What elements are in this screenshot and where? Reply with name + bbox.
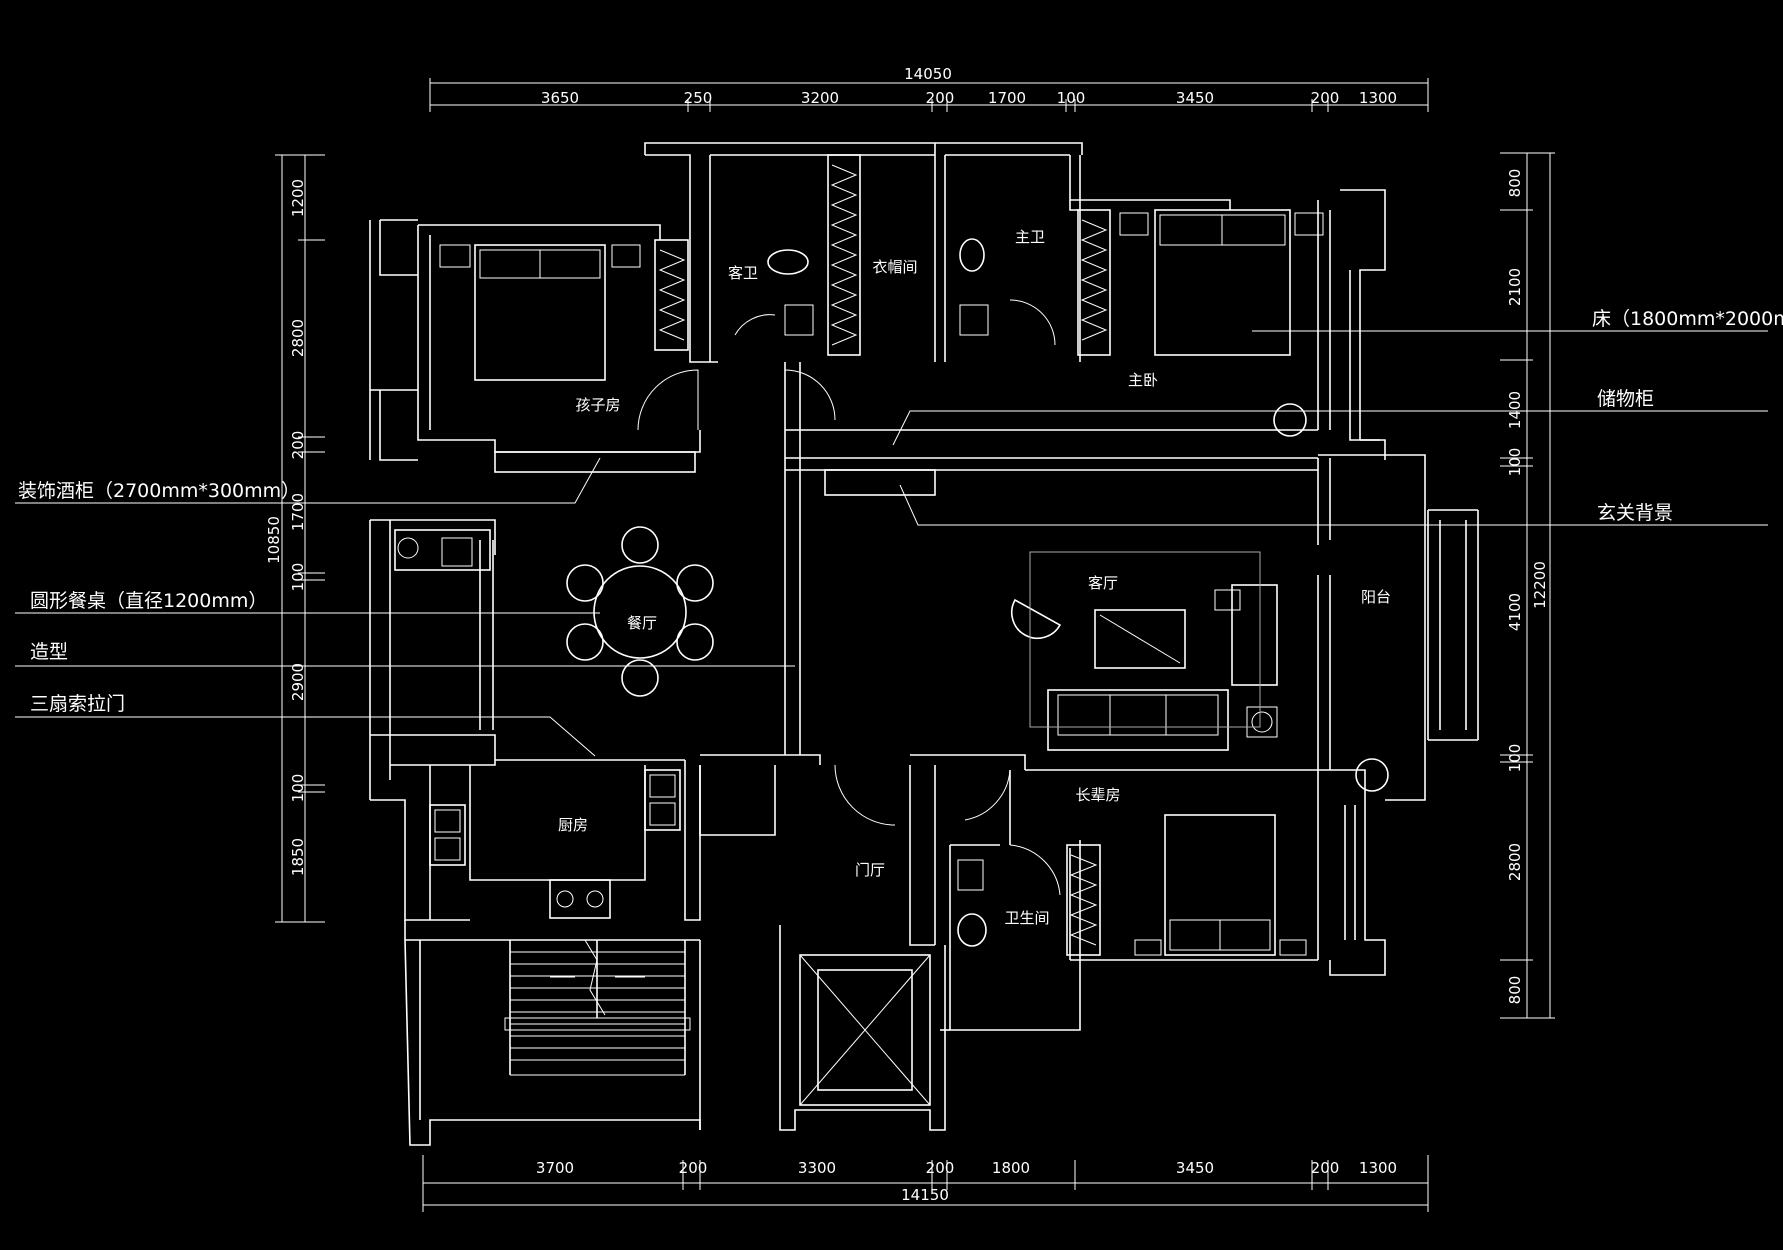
right-dimension-6: 100: [1506, 744, 1524, 773]
top-dimension-3: 3200: [801, 89, 839, 107]
bottom-dimension-7: 200: [1311, 1159, 1340, 1177]
room-label-dining: 餐厅: [627, 614, 657, 632]
left-dimension-8: 1850: [289, 838, 307, 876]
left-dimension-2: 2800: [289, 319, 307, 357]
top-dimension-9: 1300: [1359, 89, 1397, 107]
top-total-dimension: 14050: [904, 65, 952, 83]
left-dimension-5: 100: [289, 563, 307, 592]
furniture: [394, 209, 1389, 956]
wardrobes: [654, 154, 1111, 956]
stair: [504, 939, 691, 1076]
top-dimension-lines: [429, 78, 1429, 112]
right-dimension-lines: [1500, 152, 1555, 1019]
bottom-dimension-5: 1800: [992, 1159, 1030, 1177]
room-label-elder-room: 长辈房: [1075, 786, 1120, 804]
leader-lines: [15, 330, 1768, 757]
room-label-master-bedroom: 主卧: [1128, 371, 1158, 389]
bottom-dimension-1: 3700: [536, 1159, 574, 1177]
room-label-master-bath: 主卫: [1015, 228, 1045, 246]
top-dimension-8: 200: [1311, 89, 1340, 107]
bottom-dimension-4: 200: [926, 1159, 955, 1177]
top-dimension-7: 3450: [1176, 89, 1214, 107]
room-label-living: 客厅: [1088, 574, 1118, 592]
room-label-kids-room: 孩子房: [575, 396, 620, 414]
top-dimension-5: 1700: [988, 89, 1026, 107]
top-dimension-6: 100: [1057, 89, 1086, 107]
left-total-dimension: 10850: [265, 516, 283, 564]
room-label-foyer: 门厅: [855, 861, 885, 879]
bottom-dimension-2: 200: [679, 1159, 708, 1177]
annotation-storage: 储物柜: [1597, 388, 1654, 410]
annotation-bed: 床（1800mm*2000mm）: [1592, 308, 1783, 330]
right-total-dimension: 12200: [1531, 561, 1549, 609]
right-dimension-7: 2800: [1506, 843, 1524, 881]
annotation-sliding-door: 三扇索拉门: [30, 693, 125, 715]
annotation-round-table: 圆形餐桌（直径1200mm）: [30, 590, 267, 612]
right-dimension-4: 100: [1506, 448, 1524, 477]
left-dimension-lines: [275, 154, 325, 923]
annotation-entry-backdrop: 玄关背景: [1597, 502, 1673, 524]
room-label-guest-bath: 客卫: [728, 264, 758, 282]
room-label-walk-in-closet: 衣帽间: [872, 258, 917, 276]
bottom-dimension-lines: [422, 1155, 1429, 1212]
door-swings: [637, 299, 1061, 896]
annotation-wine-cabinet: 装饰酒柜（2700mm*300mm）: [18, 480, 300, 502]
right-dimension-3: 1400: [1506, 391, 1524, 429]
room-label-balcony: 阳台: [1361, 588, 1391, 606]
left-dimension-3: 200: [289, 431, 307, 460]
left-dimension-6: 2900: [289, 663, 307, 701]
top-dimension-4: 200: [926, 89, 955, 107]
left-dimension-7: 100: [289, 774, 307, 803]
top-dimension-2: 250: [684, 89, 713, 107]
top-dimension-1: 3650: [541, 89, 579, 107]
bottom-dimension-8: 1300: [1359, 1159, 1397, 1177]
room-label-kitchen: 厨房: [558, 816, 588, 834]
bottom-dimension-3: 3300: [798, 1159, 836, 1177]
walls: [369, 142, 1479, 1146]
right-dimension-2: 2100: [1506, 268, 1524, 306]
left-dimension-4: 1700: [289, 493, 307, 531]
right-dimension-5: 4100: [1506, 593, 1524, 631]
right-dimension-8: 800: [1506, 976, 1524, 1005]
room-label-bathroom: 卫生间: [1004, 909, 1049, 927]
bottom-total-dimension: 14150: [901, 1186, 949, 1204]
annotation-feature: 造型: [30, 641, 68, 663]
left-dimension-1: 1200: [289, 179, 307, 217]
right-dimension-1: 800: [1506, 169, 1524, 198]
bottom-dimension-6: 3450: [1176, 1159, 1214, 1177]
